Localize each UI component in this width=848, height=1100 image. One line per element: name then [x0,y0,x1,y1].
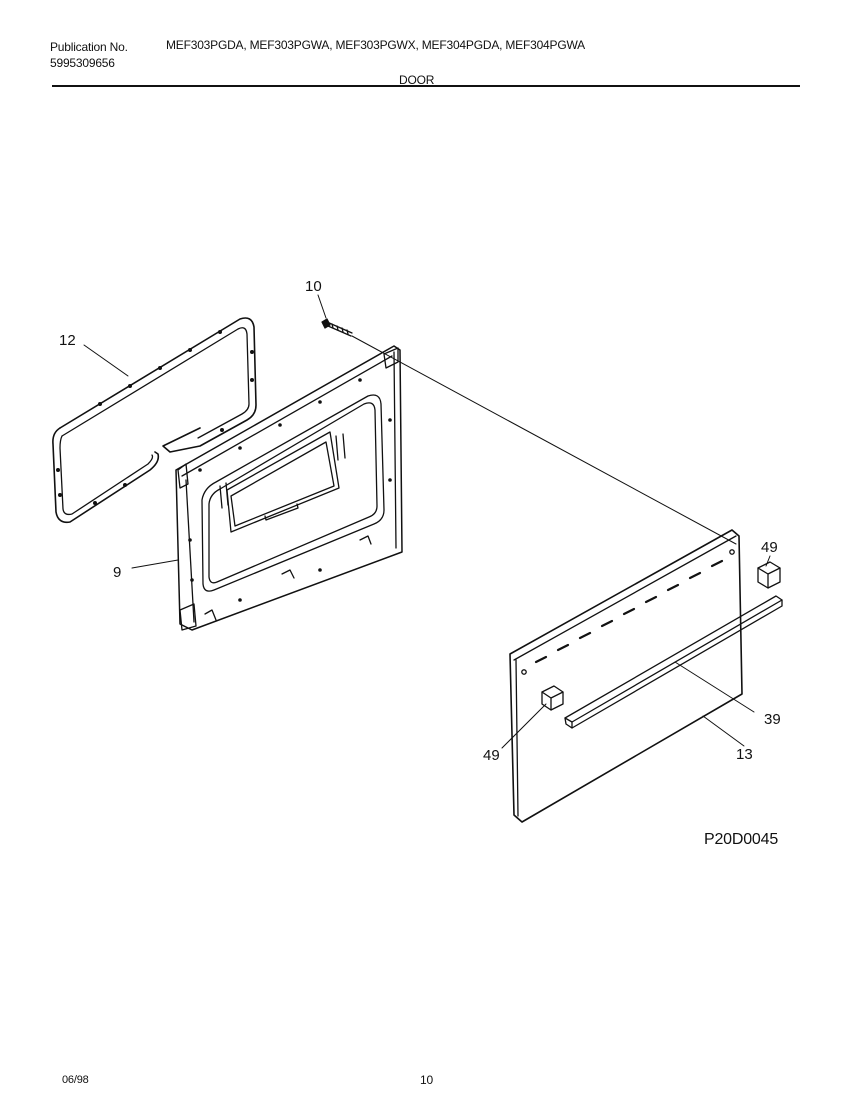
callout-13: 13 [736,746,753,763]
publication-label: Publication No. [50,40,128,54]
end-cap-49-left [541,685,564,711]
footer-date: 06/98 [62,1074,89,1086]
section-title: DOOR [399,73,435,87]
inner-door-frame-9 [175,345,403,631]
outer-door-panel-13 [509,529,743,823]
door-seal-12 [52,317,257,524]
callout-49-left: 49 [483,747,500,764]
inner-frame-screws [188,378,392,602]
page-number: 10 [420,1073,433,1087]
vent-slots [534,559,724,664]
header-rule [52,85,800,87]
seal-clips [56,330,254,505]
model-list: MEF303PGDA, MEF303PGWA, MEF303PGWX, MEF3… [166,38,585,52]
callout-39: 39 [764,711,781,728]
callout-9: 9 [113,564,121,581]
leader-lines [83,294,771,749]
callout-10: 10 [305,278,322,295]
callout-49-right: 49 [761,539,778,556]
screw-10 [321,318,353,337]
publication-number: 5995309656 [50,56,115,70]
end-cap-49-right [757,561,781,589]
drawing-code: P20D0045 [704,831,779,848]
door-handle-39 [564,595,783,729]
callout-12: 12 [59,332,76,349]
